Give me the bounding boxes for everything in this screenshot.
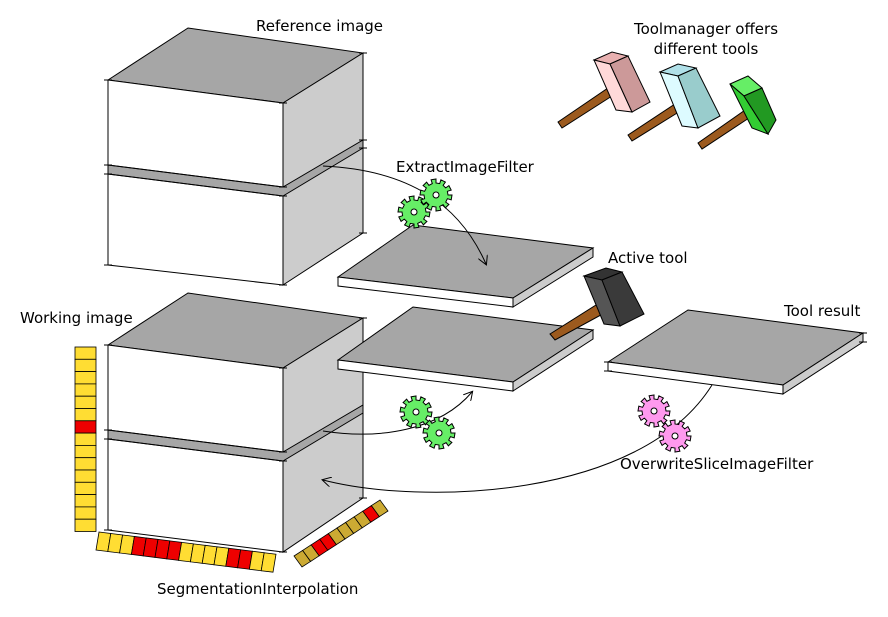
toolmanager-label-line1: Toolmanager offers xyxy=(633,20,778,38)
tool-result-slice xyxy=(604,309,867,395)
toolmanager-label-line2: different tools xyxy=(654,40,759,58)
extracted-slice xyxy=(336,224,595,308)
gear-icon xyxy=(399,395,433,429)
gear-icon xyxy=(658,419,692,453)
overwrite-filter-label: OverwriteSliceImageFilter xyxy=(620,455,814,473)
tool-result-label: Tool result xyxy=(783,302,860,320)
segmentation-interpolation-label: SegmentationInterpolation xyxy=(157,580,358,598)
active-tool-label: Active tool xyxy=(608,249,688,267)
working-slice xyxy=(336,306,595,392)
bottom-segmentation-strip xyxy=(95,531,277,573)
gear-icon xyxy=(637,394,671,428)
extract-filter-label: ExtractImageFilter xyxy=(396,158,535,176)
hammer-icon xyxy=(557,51,651,129)
vertical-segmentation-strip xyxy=(74,346,97,532)
working-image-label: Working image xyxy=(20,309,133,327)
hammer-icon xyxy=(549,267,645,341)
gear-icon xyxy=(422,416,456,450)
gear-icon xyxy=(419,178,453,212)
working-to-slice-arrow xyxy=(322,392,472,435)
hammer-icon xyxy=(697,75,777,150)
side-segmentation-strip xyxy=(293,499,389,568)
working-image-block xyxy=(104,292,367,553)
reference-image-block xyxy=(104,27,367,286)
reference-image-label: Reference image xyxy=(256,17,383,35)
hammer-icon xyxy=(627,63,721,142)
